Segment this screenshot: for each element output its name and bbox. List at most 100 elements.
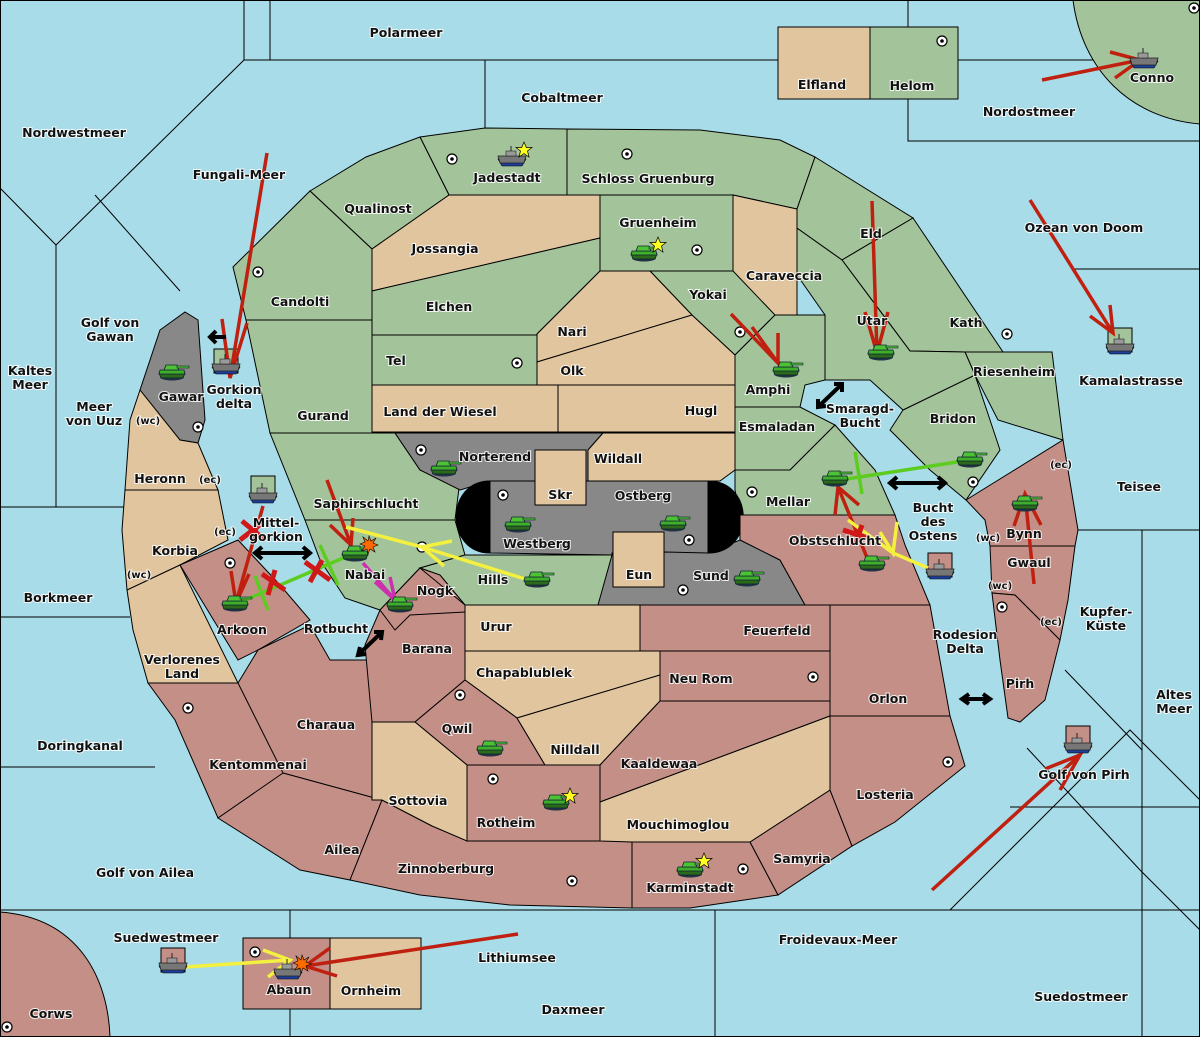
land-label: Land der Wiesel [383, 404, 496, 419]
sea-label: delta [216, 396, 252, 411]
land-label: Abaun [267, 982, 312, 997]
region-wildall[interactable] [587, 432, 736, 482]
supply-center-icon [621, 148, 633, 160]
sea-label: Golf von Ailea [96, 865, 194, 880]
land-label: Conno [1130, 70, 1175, 85]
land-label: Qwil [442, 721, 473, 736]
support-arrow [846, 518, 929, 570]
land-label: Pirh [1006, 676, 1035, 691]
supply-center-icon [691, 244, 703, 256]
coast-label: (wc) [136, 416, 160, 427]
land-label: Bridon [930, 411, 976, 426]
land-label: Jossangia [410, 241, 478, 256]
sea-label: Daxmeer [541, 1002, 605, 1017]
sea-label: Suedostmeer [1034, 989, 1128, 1004]
region-gruenheim[interactable] [599, 194, 734, 272]
supply-center-icon [454, 689, 466, 701]
land-label: Mellar [766, 494, 811, 509]
move-arrow [729, 312, 780, 369]
region-kaaldewaa[interactable] [599, 700, 831, 803]
sea-label: Gawan [86, 329, 134, 344]
sea-label: Golf von Pirh [1038, 767, 1129, 782]
region-mouchimoglou[interactable] [599, 715, 831, 843]
region-pirh[interactable] [991, 592, 1061, 723]
land-label: Heronn [134, 471, 186, 486]
sea-label: Lithiumsee [478, 950, 556, 965]
passage-arrow [958, 692, 994, 706]
supply-center-icon [497, 489, 509, 501]
sea-label: Golf von [81, 315, 140, 330]
land-label: Esmaladan [739, 419, 815, 434]
land-label: Samyria [773, 851, 831, 866]
coast-label: (ec) [1050, 460, 1072, 471]
sea-label: Meer [76, 399, 112, 414]
supply-center-icon [1188, 2, 1200, 14]
land-label: Neu Rom [669, 671, 732, 686]
supply-center-icon [1, 1021, 13, 1033]
coast-label: (ec) [199, 475, 221, 486]
sea-label: des [921, 514, 946, 529]
supply-center-icon [737, 863, 749, 875]
supply-center-icon [677, 584, 689, 596]
land-label: Korbia [152, 543, 198, 558]
support-arrow [345, 525, 539, 585]
region-elfland[interactable] [777, 26, 871, 100]
land-labels: Elfland Helom Conno Jadestadt Schloss Gr… [29, 69, 1176, 1022]
coast-label: (wc) [976, 533, 1000, 544]
region-eun[interactable] [612, 531, 665, 588]
supply-center-icon [566, 875, 578, 887]
land-label: Eun [626, 567, 652, 582]
region-skr[interactable] [534, 449, 587, 506]
supply-center-icon [415, 444, 427, 456]
supply-center-icon [967, 476, 979, 488]
convoy-line [839, 451, 958, 495]
convoy-line [235, 544, 351, 611]
land-label: Helom [890, 78, 935, 93]
land-label: Kaaldewaa [621, 756, 698, 771]
region-corws[interactable] [0, 911, 111, 1037]
land-label: Hills [478, 572, 509, 587]
sea-label: Froidevaux-Meer [779, 932, 898, 947]
sea-label: Gorkion [206, 382, 261, 397]
sea-labels: Polarmeer Cobaltmeer Nordwestmeer Fungal… [7, 24, 1194, 1018]
sea-label: gorkion [249, 529, 303, 544]
cut-marker [260, 569, 287, 596]
land-label: Mouchimoglou [627, 817, 730, 832]
sea-label: Kupfer- [1080, 604, 1133, 619]
region-ornheim[interactable] [329, 937, 422, 1010]
cut-marker [238, 519, 267, 542]
region-sottovia[interactable] [371, 721, 468, 842]
supply-center-icon [683, 534, 695, 546]
land-label: Skr [548, 487, 572, 502]
passage-arrow [251, 545, 314, 561]
land-label: Candolti [271, 294, 330, 309]
land-label: Nari [557, 324, 586, 339]
land-label: Qualinost [344, 201, 411, 216]
land-label: Charaua [297, 717, 355, 732]
land-label: Norterend [459, 449, 531, 464]
land-label: Kentommenai [209, 757, 307, 772]
supply-center-icon [182, 702, 194, 714]
supply-center-icon [746, 486, 758, 498]
land-label: Elchen [426, 299, 473, 314]
supply-center-icon [252, 266, 264, 278]
coast-label: (wc) [127, 570, 151, 581]
land-label: Gwaul [1007, 555, 1050, 570]
sea-label: Nordostmeer [983, 104, 1076, 119]
land-label: Wildall [594, 451, 642, 466]
sea-label: Suedwestmeer [114, 930, 220, 945]
land-label: Sottovia [389, 793, 448, 808]
land-label: Orlon [869, 691, 908, 706]
supply-center-icon [807, 671, 819, 683]
land-label: Tel [386, 353, 406, 368]
sea-label: Bucht [840, 415, 881, 430]
supply-center-icon [996, 601, 1008, 613]
land-label: Gurand [297, 408, 349, 423]
sea-label: Nordwestmeer [22, 125, 127, 140]
sea-label: Delta [946, 641, 984, 656]
land-label: Ostberg [615, 488, 672, 503]
land-label: Feuerfeld [743, 623, 810, 638]
land-label: Nabai [345, 567, 386, 582]
